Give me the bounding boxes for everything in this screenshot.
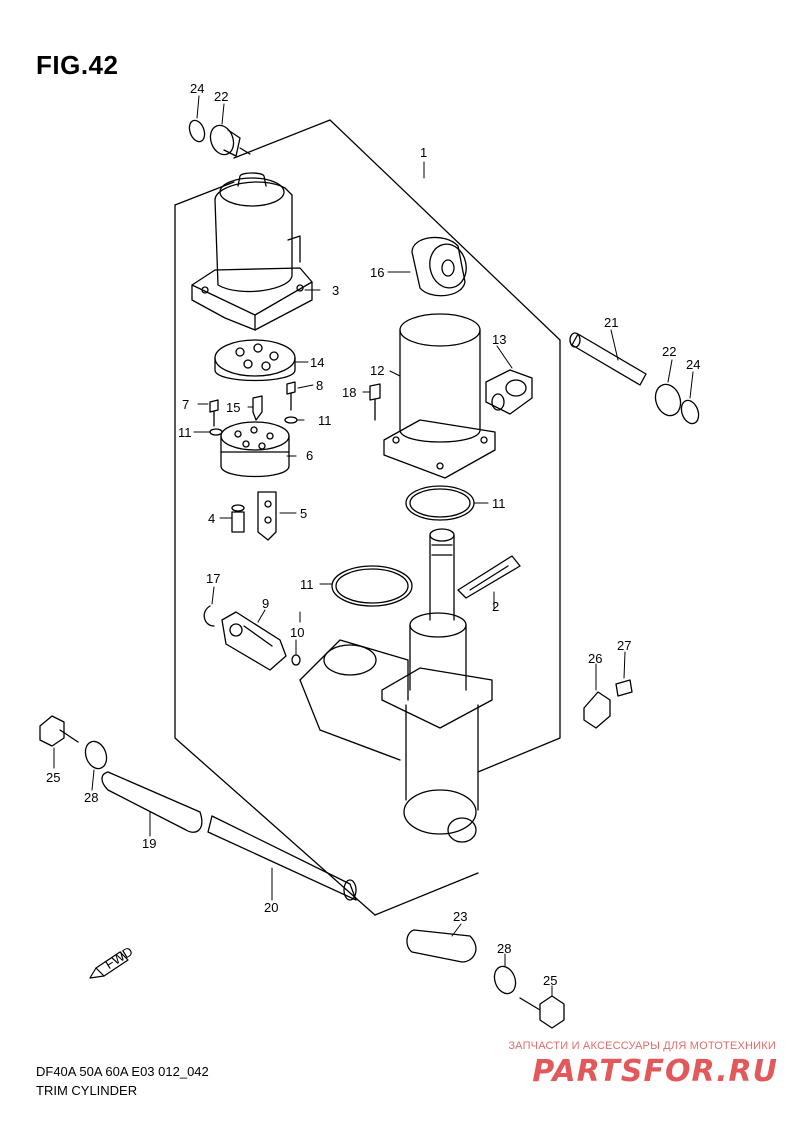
figure-title: FIG.42 — [36, 50, 119, 80]
part-13-plug — [485, 369, 533, 415]
part-9-valve — [203, 605, 301, 671]
part-19-sleeve — [101, 771, 203, 833]
callout-9: 9 — [262, 596, 269, 611]
callout-24a: 24 — [190, 81, 204, 96]
callout-12: 12 — [370, 363, 384, 378]
callout-19: 19 — [142, 836, 156, 851]
part-12-reservoir — [383, 313, 496, 479]
callout-22a: 22 — [214, 89, 228, 104]
part-bolts — [209, 381, 381, 427]
callout-20: 20 — [264, 900, 278, 915]
assembly-outline — [174, 119, 561, 916]
part-11-large-rings — [331, 485, 475, 607]
part-6-valve-body — [220, 421, 290, 478]
callout-11c: 11 — [492, 496, 506, 511]
callout-11a: 11 — [178, 425, 192, 440]
callout-13: 13 — [492, 332, 506, 347]
callout-8: 8 — [316, 378, 323, 393]
callout-15: 15 — [226, 400, 240, 415]
callout-10: 10 — [290, 625, 304, 640]
callout-21: 21 — [604, 315, 618, 330]
callout-2: 2 — [492, 599, 499, 614]
callout-18: 18 — [342, 385, 356, 400]
cylinder-body — [299, 528, 493, 843]
part-16-grommet — [411, 236, 467, 297]
callout-4: 4 — [208, 511, 215, 526]
part-25-28-left — [39, 715, 108, 770]
watermark-logo: PARTSFOR.RU — [532, 1054, 778, 1089]
watermark-tagline: ЗАПЧАСТИ И АКСЕССУАРЫ ДЛЯ МОТОТЕХНИКИ — [508, 1040, 776, 1052]
part-20-shaft — [207, 815, 357, 901]
part-23-28-25-right — [406, 929, 565, 1029]
diagram-name: TRIM CYLINDER — [36, 1083, 138, 1098]
callout-22b: 22 — [662, 344, 676, 359]
callout-5: 5 — [300, 506, 307, 521]
part-26-27 — [583, 679, 633, 729]
callout-28a: 28 — [84, 790, 98, 805]
callout-17: 17 — [206, 571, 220, 586]
fwd-arrow-icon: FWD — [89, 944, 135, 979]
part-14-plate — [214, 339, 296, 382]
callout-11b: 11 — [318, 413, 332, 428]
callouts: 1 2 3 4 5 6 7 8 9 10 11 11 11 11 12 13 1… — [46, 81, 700, 988]
model-code: DF40A 50A 60A E03 012_042 — [36, 1064, 209, 1079]
callout-7: 7 — [182, 397, 189, 412]
callout-26: 26 — [588, 651, 602, 666]
callout-6: 6 — [306, 448, 313, 463]
callout-24b: 24 — [686, 357, 700, 372]
callout-1: 1 — [420, 145, 427, 160]
part-3-motor — [191, 172, 313, 331]
callout-25b: 25 — [543, 973, 557, 988]
callout-16: 16 — [370, 265, 384, 280]
part-2-rod-plate — [457, 555, 521, 599]
callout-23: 23 — [453, 909, 467, 924]
part-5-4-valves — [231, 491, 277, 541]
callout-25a: 25 — [46, 770, 60, 785]
leader-lines — [53, 95, 694, 997]
callout-27: 27 — [617, 638, 631, 653]
fwd-label: FWD — [102, 944, 135, 972]
part-21-pin — [569, 332, 700, 425]
part-24-22-top — [188, 119, 251, 157]
callout-11d: 11 — [300, 577, 314, 592]
callout-3: 3 — [332, 283, 339, 298]
callout-14: 14 — [310, 355, 324, 370]
callout-28b: 28 — [497, 941, 511, 956]
